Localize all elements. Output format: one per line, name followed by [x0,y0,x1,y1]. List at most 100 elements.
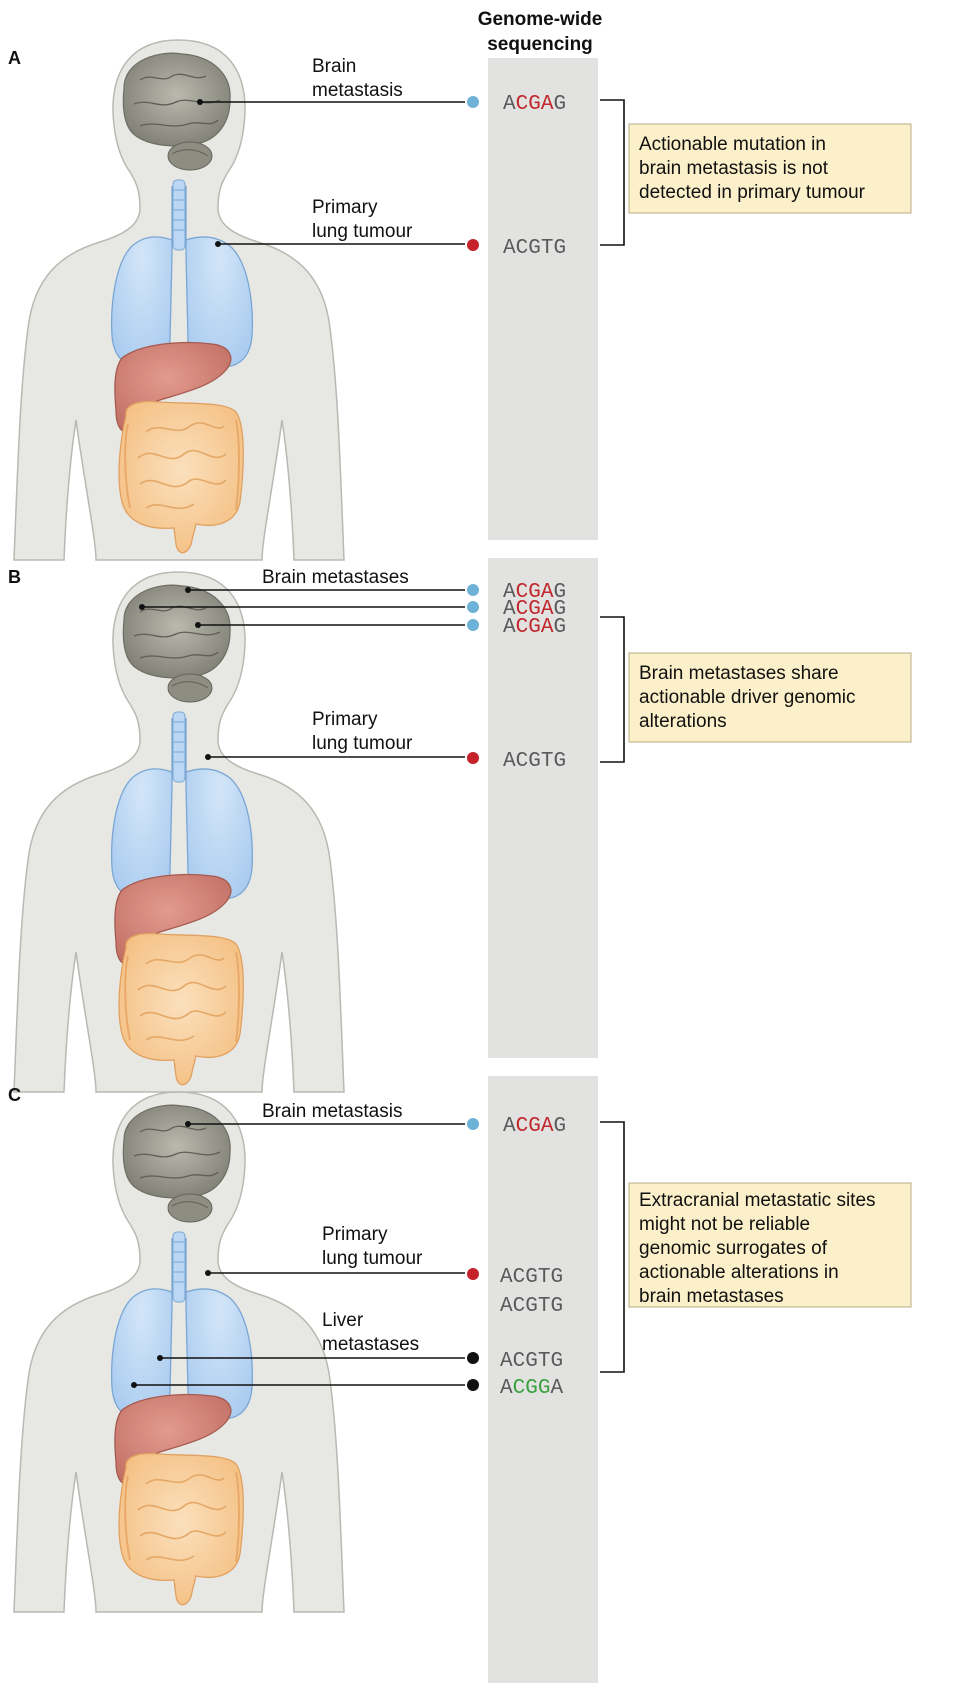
sequence: ACGTG [503,750,566,773]
label-primary-lung-line1: Primary [312,197,378,218]
liver-sample-dot [467,1352,479,1364]
lung-dot [205,1270,211,1276]
label-brain-metastasis-line2: metastasis [312,80,403,101]
base-letter: A [503,1115,516,1138]
lung-sample-dot [467,752,479,764]
sequence: ACGAG [503,93,566,116]
brain-dot [185,1121,191,1127]
brain-sample-dot [467,601,479,613]
brain-dot [139,604,145,610]
note-line: Actionable mutation in [639,134,826,155]
base-letter: A [503,750,516,773]
base-letter: G [528,616,541,639]
sequence: ACGTG [500,1350,563,1373]
note-line: brain metastases [639,1286,784,1307]
base-letter: A [500,1377,513,1400]
sequencing-strip-a [488,58,598,540]
body-illustration-b [14,572,344,1092]
base-letter: C [513,1377,526,1400]
sequence: ACGAG [503,1115,566,1138]
lung-sample-dot [467,239,479,251]
lung-sample-dot [467,1268,479,1280]
note-line: Brain metastases share [639,663,839,684]
base-letter: A [541,616,554,639]
label-brain-metastases: Brain metastases [262,567,409,588]
header-line-1: Genome-wide [478,9,603,30]
base-letter: G [528,237,541,260]
liver-dot [131,1382,137,1388]
label-liver-metastases-line2: metastases [322,1334,419,1355]
brain-sample-dot [467,96,479,108]
label-primary-lung-line1: Primary [312,709,378,730]
base-letter: G [550,1266,563,1289]
base-letter: G [528,750,541,773]
sequence: ACGTG [500,1295,563,1318]
panel-a: A Brain metastasis ACGAG Primary lung tu… [8,40,911,560]
brain-sample-dot [467,1118,479,1130]
base-letter: T [541,237,554,260]
base-letter: G [525,1350,538,1373]
label-primary-lung-line2: lung tumour [312,221,413,242]
base-letter: C [516,237,529,260]
note-line: Extracranial metastatic sites [639,1190,876,1211]
base-letter: G [525,1266,538,1289]
brain-sample-dot [467,619,479,631]
note-line: alterations [639,711,727,732]
base-letter: C [516,750,529,773]
label-liver-metastases-line1: Liver [322,1310,364,1331]
lung-dot [215,241,221,247]
base-letter: T [538,1350,551,1373]
base-letter: G [550,1295,563,1318]
label-primary-lung-line1: Primary [322,1224,388,1245]
note-line: brain metastasis is not [639,158,829,179]
base-letter: C [516,616,529,639]
label-brain-metastasis: Brain metastasis [262,1101,402,1122]
base-letter: G [553,1115,566,1138]
base-letter: G [525,1295,538,1318]
base-letter: T [541,750,554,773]
base-letter: A [541,1115,554,1138]
note-line: might not be reliable [639,1214,810,1235]
base-letter: A [503,616,516,639]
brain-sample-dot [467,584,479,596]
panel-letter-a: A [8,48,21,68]
sequence: ACGTG [500,1266,563,1289]
label-brain-metastasis-line1: Brain [312,56,356,77]
base-letter: A [550,1377,563,1400]
brain-dot [185,587,191,593]
brain-dot [195,622,201,628]
base-letter: A [541,93,554,116]
bracket [600,100,624,245]
note-line: genomic surrogates of [639,1238,828,1259]
base-letter: C [513,1266,526,1289]
base-letter: C [516,93,529,116]
panel-letter-b: B [8,567,21,587]
header-line-2: sequencing [487,34,593,55]
liver-dot [157,1355,163,1361]
bracket [600,1122,624,1372]
base-letter: G [553,616,566,639]
sequence: ACGTG [503,237,566,260]
body-illustration-a [14,40,344,560]
base-letter: G [550,1350,563,1373]
base-letter: C [513,1295,526,1318]
label-primary-lung-line2: lung tumour [312,733,413,754]
note-line: actionable driver genomic [639,687,856,708]
base-letter: T [538,1266,551,1289]
base-letter: G [525,1377,538,1400]
panel-b: B Brain metastases ACGAG ACGAG ACGAG Pri… [8,567,911,1092]
base-letter: C [513,1350,526,1373]
base-letter: G [538,1377,551,1400]
base-letter: G [553,237,566,260]
sequence: ACGGA [500,1377,563,1400]
lung-dot [205,754,211,760]
base-letter: A [503,237,516,260]
base-letter: A [500,1350,513,1373]
sequence: ACGAG [503,616,566,639]
base-letter: G [528,93,541,116]
note-line: detected in primary tumour [639,182,866,203]
liver-sample-dot [467,1379,479,1391]
panel-letter-c: C [8,1085,21,1105]
brain-dot [197,99,203,105]
